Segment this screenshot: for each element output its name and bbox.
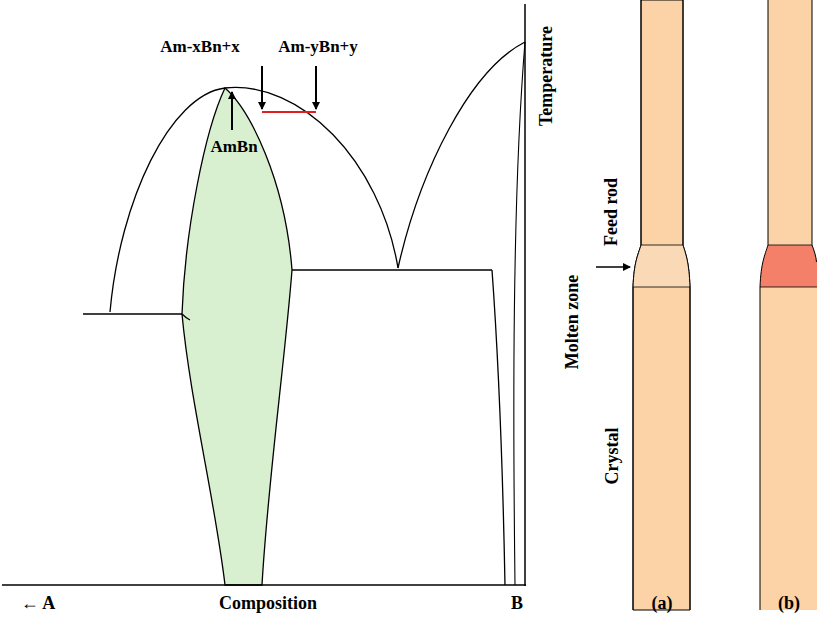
axis-title: Temperature <box>537 26 555 126</box>
figure-label: (b) <box>778 594 800 612</box>
interface-line <box>633 287 690 288</box>
phase-label: Am-yBn+y <box>278 38 358 55</box>
liquidus-curve <box>398 42 525 268</box>
molten-zone-b <box>760 245 817 287</box>
interface-line <box>641 245 683 246</box>
axis-end-label: ← A <box>21 594 56 612</box>
rod-a <box>633 0 690 610</box>
interface-line <box>768 245 812 246</box>
temperature-axis <box>524 4 526 586</box>
rod-outline <box>760 0 817 610</box>
pointer-arrow <box>596 266 630 268</box>
part-label: Crystal <box>603 428 621 485</box>
rod-b <box>760 0 817 610</box>
rod-outline <box>633 0 690 610</box>
axis-title: Composition <box>219 594 317 612</box>
solvus-curve <box>514 42 525 585</box>
part-label: Molten zone <box>563 275 581 369</box>
pointer-arrow <box>231 92 233 130</box>
solvus-curve <box>182 314 190 320</box>
molten-zone-a <box>633 245 690 287</box>
liquidus-curve <box>110 87 398 312</box>
phase-label: AmBn <box>210 138 257 155</box>
eutectic-line <box>83 313 182 314</box>
phase-label: Am-xBn+x <box>160 38 240 55</box>
part-label: Feed rod <box>602 178 620 246</box>
solvus-curve <box>492 270 505 585</box>
eutectic-line <box>292 269 492 270</box>
figure-label: (a) <box>652 594 673 612</box>
pointer-arrow <box>315 66 317 109</box>
axis-end-label: B <box>511 594 523 612</box>
tie-line <box>262 111 316 113</box>
pointer-arrow <box>261 66 263 109</box>
composition-axis <box>2 584 526 586</box>
interface-line <box>760 287 817 288</box>
solid-solution-region <box>182 88 292 585</box>
